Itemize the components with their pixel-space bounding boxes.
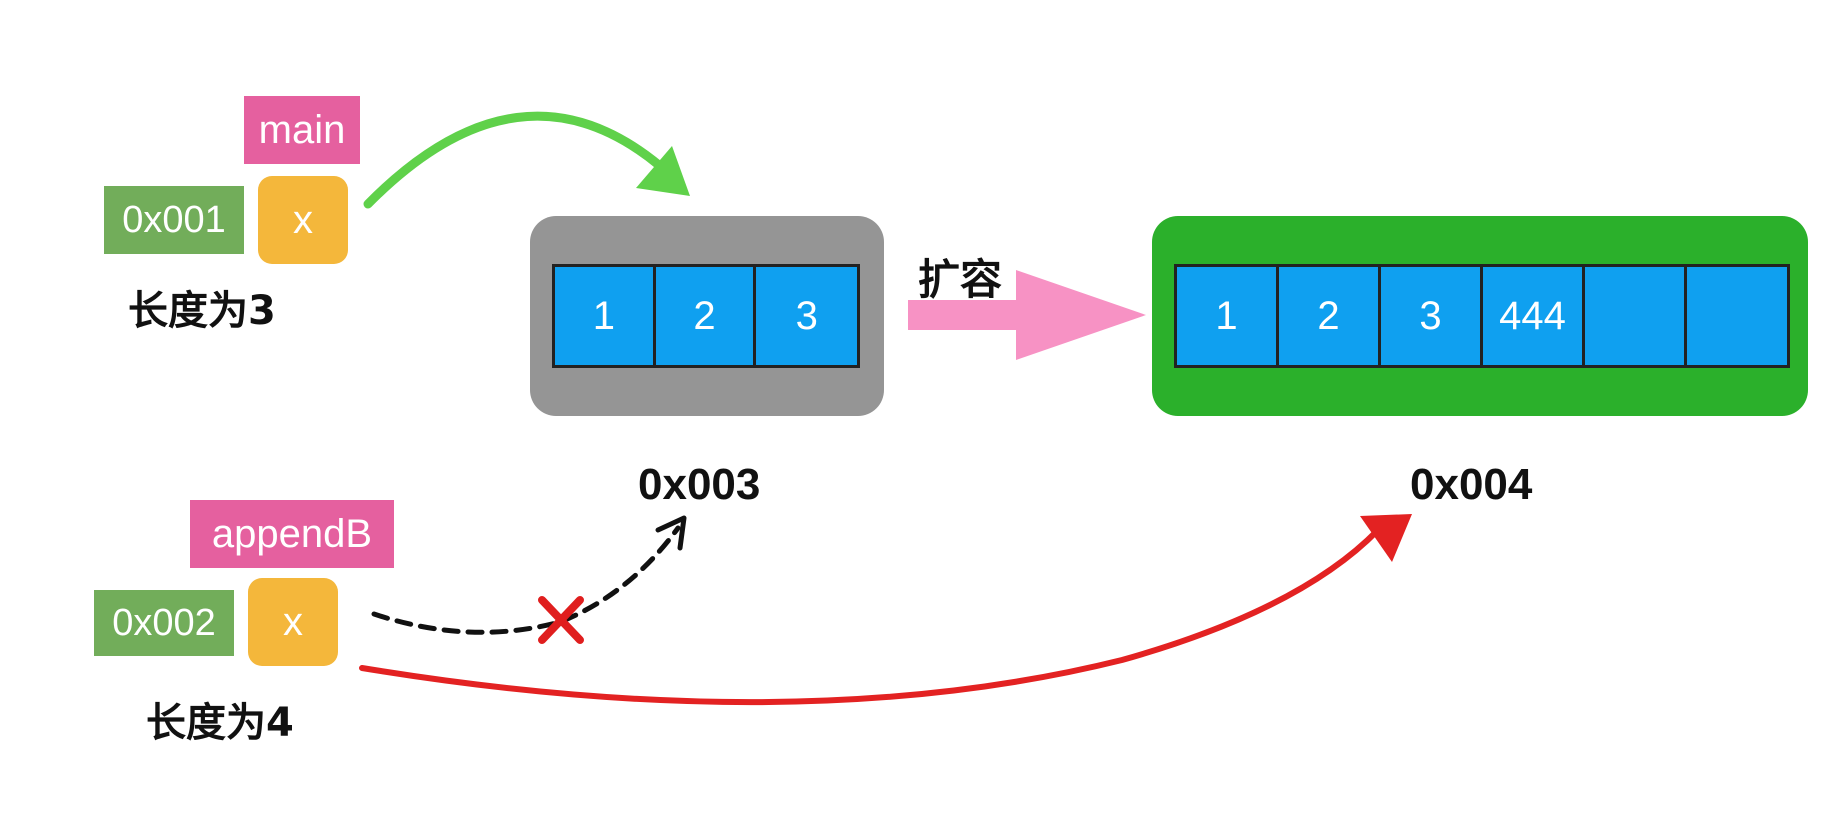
append-func-tag: appendB bbox=[190, 500, 394, 568]
old-array-cell: 1 bbox=[555, 267, 656, 365]
new-array-cell: 3 bbox=[1381, 267, 1483, 365]
append-length-label: 长度为4 bbox=[146, 700, 294, 746]
main-address-tag: 0x001 bbox=[104, 186, 244, 254]
expand-label: 扩容 bbox=[918, 255, 1003, 304]
main-var-x: x bbox=[258, 176, 348, 264]
red-arrowhead bbox=[1360, 514, 1412, 562]
old-array: 1 2 3 bbox=[552, 264, 860, 368]
dashed-arrowhead bbox=[655, 515, 687, 551]
red-pointer-arrow bbox=[359, 527, 1381, 706]
dashed-old-pointer-arrow bbox=[371, 525, 681, 635]
old-array-address: 0x003 bbox=[638, 460, 761, 509]
new-array: 1 2 3 444 bbox=[1174, 264, 1790, 368]
new-array-cell: 2 bbox=[1279, 267, 1381, 365]
main-length-label: 长度为3 bbox=[128, 288, 276, 334]
old-array-cell: 3 bbox=[756, 267, 858, 365]
append-address-tag: 0x002 bbox=[94, 590, 234, 656]
new-array-cell bbox=[1687, 267, 1787, 365]
new-array-cell: 444 bbox=[1483, 267, 1585, 365]
green-arrowhead bbox=[636, 146, 690, 196]
expand-arrow bbox=[908, 270, 1146, 360]
new-array-cell: 1 bbox=[1177, 267, 1279, 365]
new-array-address: 0x004 bbox=[1410, 460, 1533, 509]
main-func-tag: main bbox=[244, 96, 360, 164]
append-var-x: x bbox=[248, 578, 338, 666]
cross-icon bbox=[538, 596, 584, 644]
new-array-cell bbox=[1585, 267, 1687, 365]
green-pointer-arrow bbox=[363, 111, 665, 209]
old-array-cell: 2 bbox=[655, 267, 757, 365]
